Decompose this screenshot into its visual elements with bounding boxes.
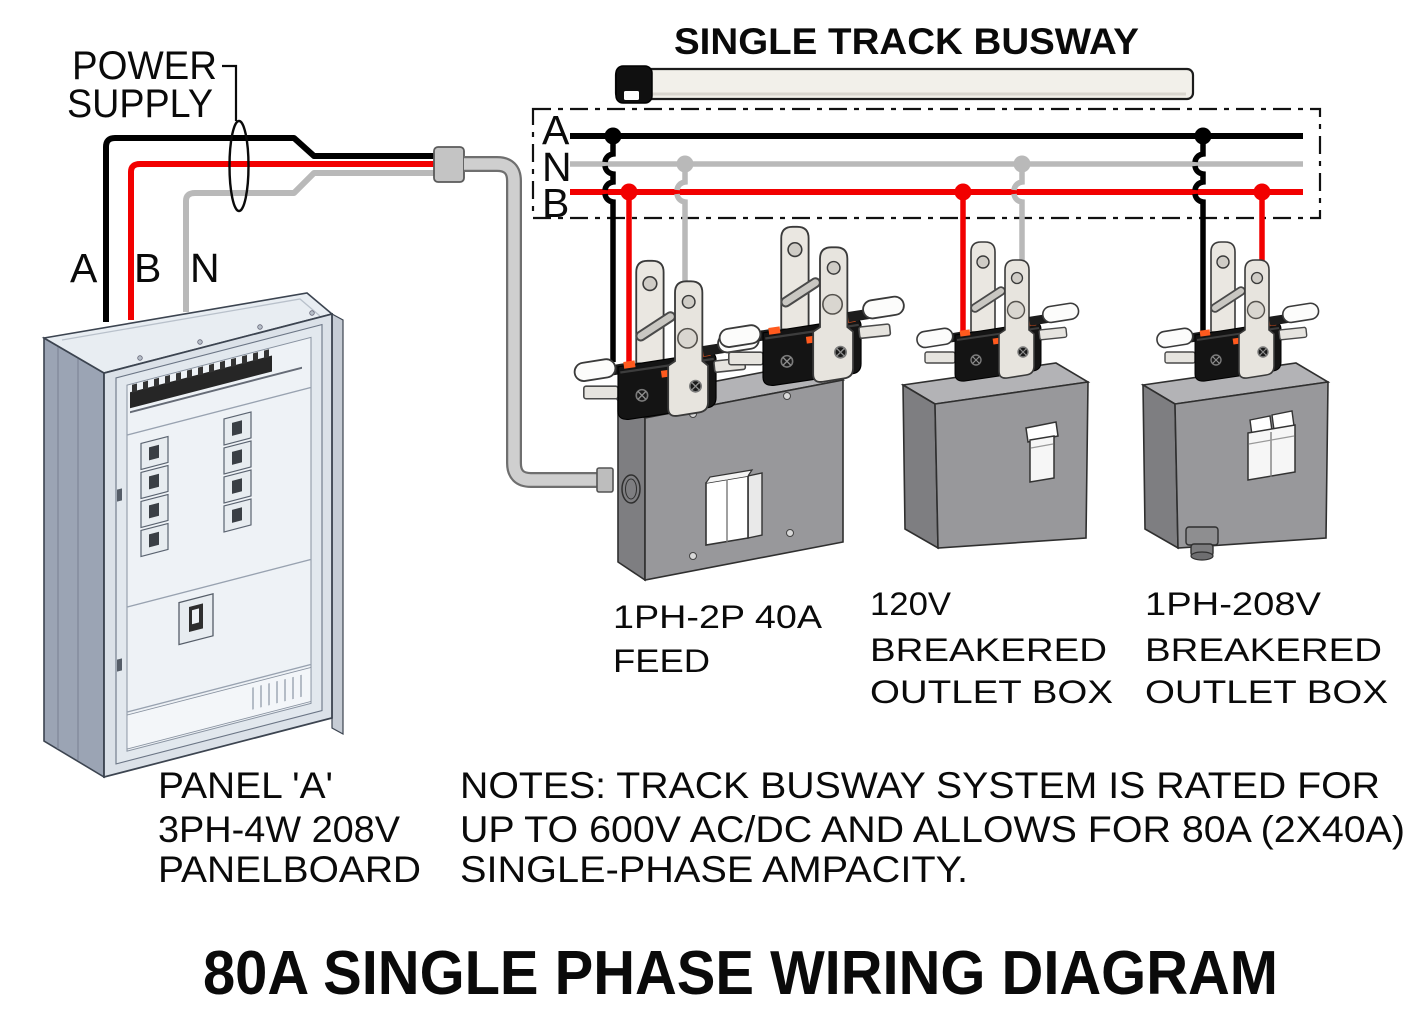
track-connector-feed-right [718,227,905,386]
outlet-box-120 [900,362,1091,550]
notes-line1: NOTES: TRACK BUSWAY SYSTEM IS RATED FOR [460,765,1380,806]
panel-side-face [43,336,105,779]
knockout-icon [621,474,641,504]
screw-icon [689,552,697,560]
feed-box-label-line2: FEED [613,643,710,679]
outlet-box-208 [1140,362,1331,561]
outlet-120-label-line2: BREAKERED [870,632,1107,668]
outlet-box-120-front [934,381,1089,549]
outlet-208-label-line2: BREAKERED [1145,632,1382,668]
diagram-title: 80A SINGLE PHASE WIRING DIAGRAM [203,939,1278,1008]
connection-dot [1013,155,1031,173]
power-supply-label-line1: POWER [72,44,217,88]
connection-dot [620,183,638,201]
wire-label-b: B [134,245,161,291]
screw-icon [783,392,791,400]
track-connector-208 [1156,242,1320,381]
outlet-208-label-line3: OUTLET BOX [1145,674,1388,710]
panel-bottom-strip [126,666,312,750]
power-supply-label-line2: SUPPLY [67,82,213,126]
panelboard [41,292,344,779]
outlet-208-label-line1: 1PH-208V [1145,586,1322,622]
bus-label-n: N [542,144,572,190]
busway-bar [614,65,1195,104]
bus-dashed-outline [531,107,1322,220]
drop-feed-neutral [674,164,688,356]
connection-dot [676,155,694,173]
busway-title: SINGLE TRACK BUSWAY [674,21,1139,62]
wire-label-n: N [190,245,220,291]
conduit [464,156,614,493]
bottom-gland-icon [1185,526,1219,561]
panel-interior [126,336,312,752]
drop-120-neutral [1011,164,1025,332]
toggle-switch-icon [1025,421,1059,483]
power-wire-neutral [183,170,436,312]
connection-dot [954,183,972,201]
screw-icon [786,529,794,537]
outlet-120-label-line1: 120V [870,586,952,622]
connection-dot [1253,183,1271,201]
connection-dot [604,127,622,145]
track-connector-120 [916,242,1080,381]
panel-main-switch [178,592,214,646]
drop-208-phase-a [1192,136,1206,332]
panel-label-line1: PANEL 'A' [158,765,333,806]
bus-label-a: A [542,107,570,153]
notes-line3: SINGLE-PHASE AMPACITY. [460,849,968,890]
power-wire-phase-a [103,135,436,322]
power-wire-phase-b [128,161,436,320]
wire-label-a: A [70,245,98,291]
panel-label-line3: PANELBOARD [158,849,421,890]
drop-feed-phase-a [602,136,616,362]
cable-gland [433,146,465,183]
conduit-fitting [596,467,614,493]
breaker-column-right [223,411,252,533]
power-supply-callout-line [222,64,238,121]
double-breaker-icon [1247,410,1296,481]
feed-box-device [705,469,763,546]
outlet-120-label-line3: OUTLET BOX [870,674,1113,710]
bus-label-b: B [542,180,569,226]
outlet-box-208-side [1142,383,1179,550]
busway-end-cap-notch [624,91,639,100]
outlet-box-120-side [902,383,939,550]
cable-bundle-ellipse [228,119,250,213]
panel-terminal-strip [130,349,302,414]
panel-door-edge [331,312,344,736]
notes-line2: UP TO 600V AC/DC AND ALLOWS FOR 80A (2X4… [460,809,1405,850]
connection-dot [1194,127,1212,145]
breaker-column-left [140,435,169,558]
feed-box-label-line1: 1PH-2P 40A [613,599,823,635]
panel-label-line2: 3PH-4W 208V [158,809,400,850]
